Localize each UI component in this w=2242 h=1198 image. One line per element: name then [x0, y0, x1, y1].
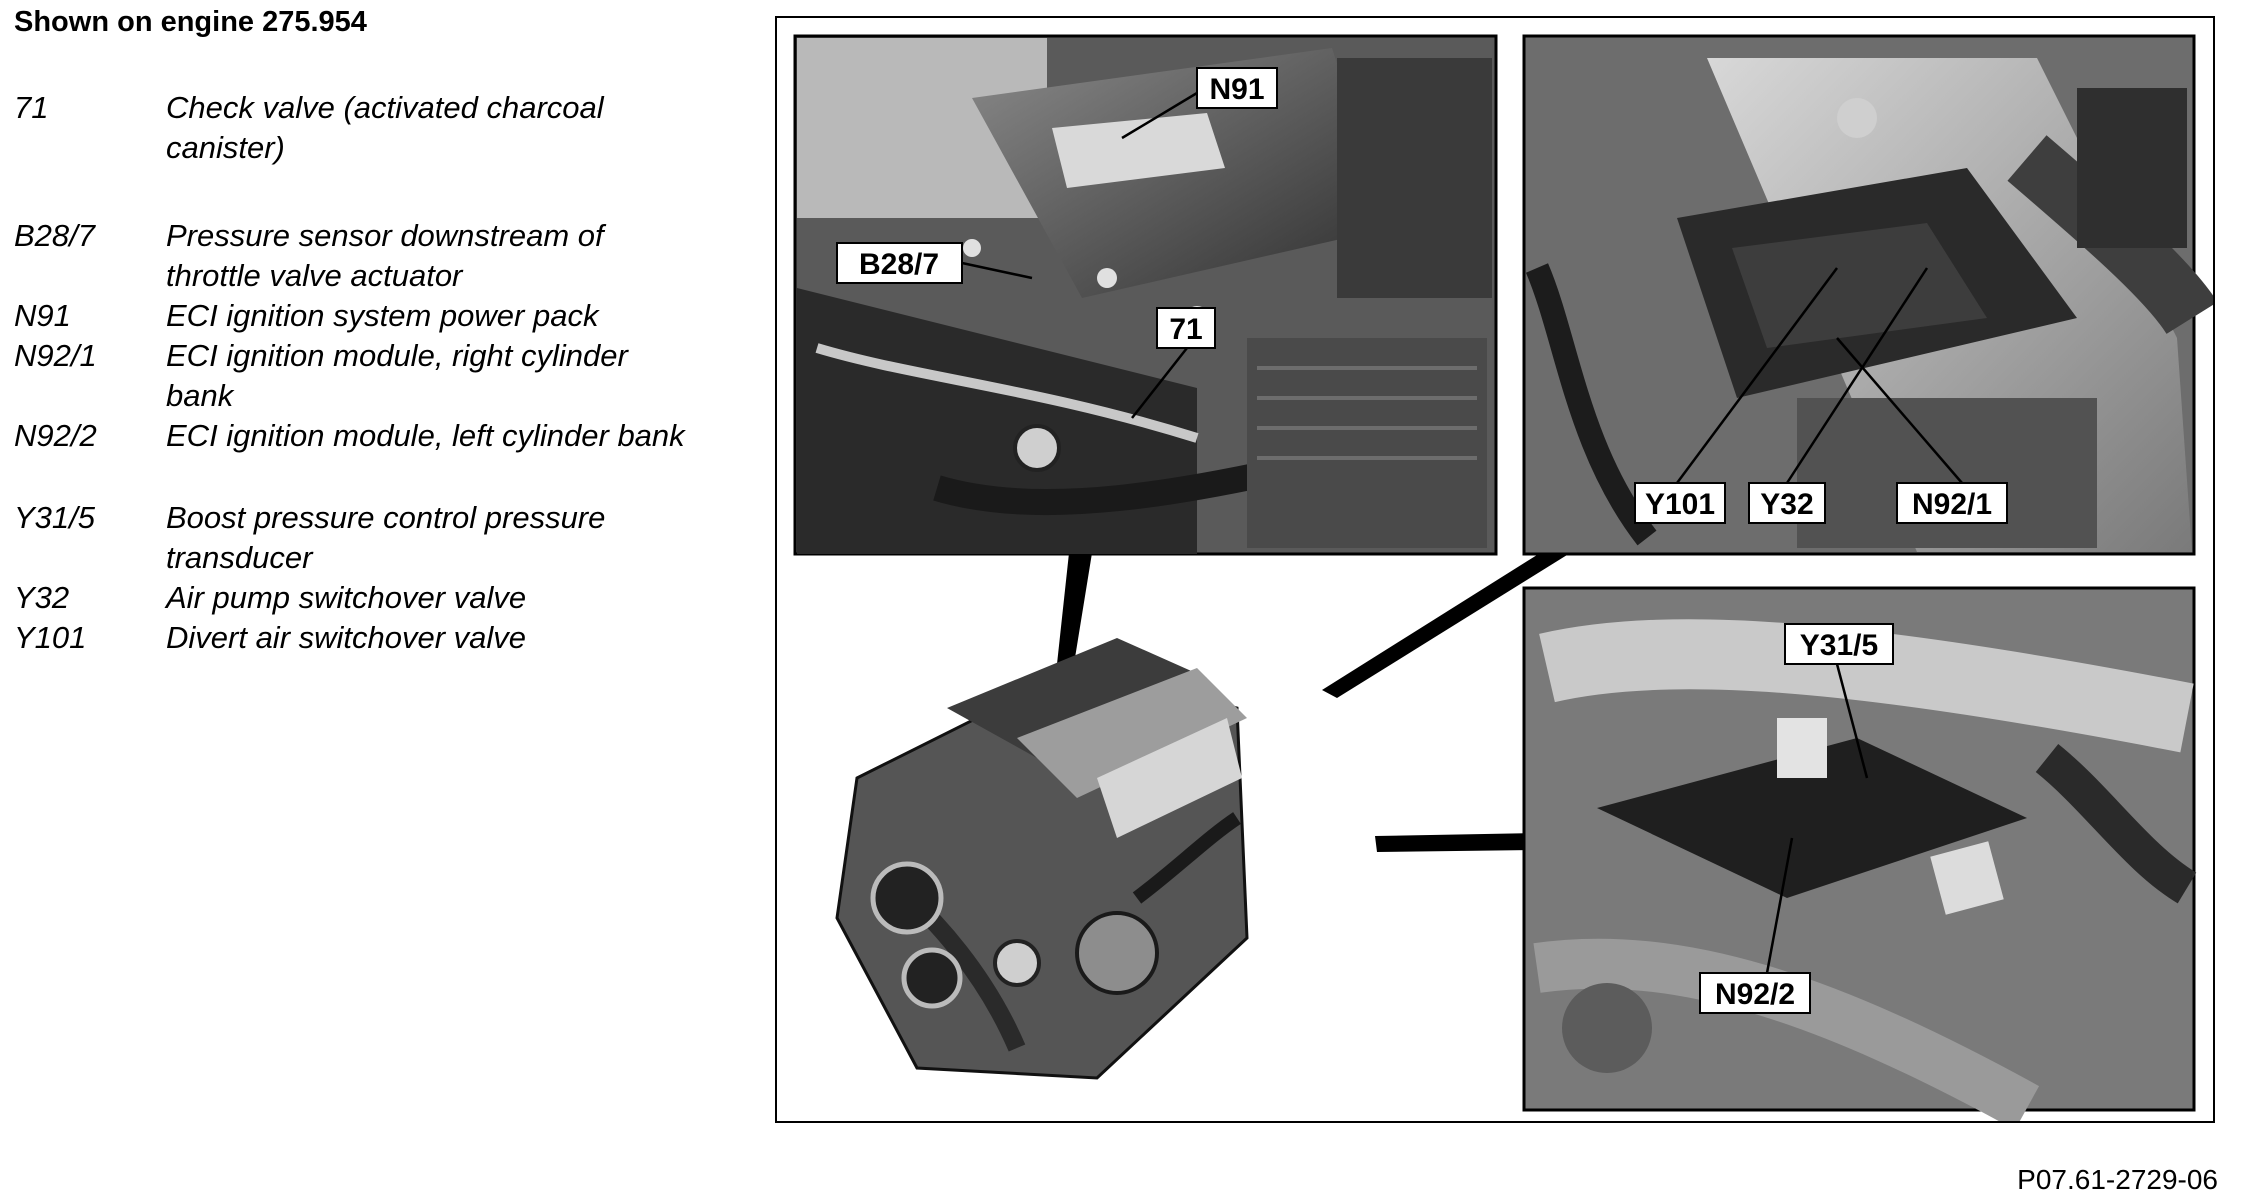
label-y32: Y32 [1760, 488, 1813, 521]
part-labels: N91 B28/7 71 Y101 Y32 N92/1 Y31/5 N92/2 [836, 67, 2008, 1014]
legend-description: ECI ignition module, left cylinder bank [166, 418, 685, 453]
label-n92-1: N92/1 [1912, 488, 1992, 521]
legend-description: Divert air switchover valve [166, 620, 527, 655]
leader-line [961, 261, 1033, 280]
label-y31-5: Y31/5 [1800, 629, 1878, 662]
label-n92-2: N92/2 [1715, 978, 1795, 1011]
label-box-b28-7 [836, 242, 963, 284]
page-heading: Shown on engine 275.954 [14, 6, 367, 38]
legend-code: Y32 [14, 580, 70, 615]
label-b28-7: B28/7 [859, 248, 939, 281]
legend-description: ECI ignition system power pack [166, 298, 599, 333]
photo-panel-n91 [793, 34, 1498, 556]
engine-overview-illustration [835, 638, 1249, 1080]
engine-figure-drawing: N91 B28/7 71 Y101 Y32 N92/1 Y31/5 N92/2 [793, 34, 2213, 1121]
photo-panel-y31-n92-2 [1522, 586, 2197, 1121]
label-box-y32 [1748, 482, 1826, 524]
leader-line [1765, 837, 1794, 974]
legend-description: Pressure sensor downstream of throttle v… [166, 218, 604, 293]
label-box-n92-1 [1896, 482, 2008, 524]
legend-code: N91 [14, 298, 71, 333]
label-n91: N91 [1209, 73, 1264, 106]
photo-panel-y101-y32 [1522, 34, 2213, 556]
legend-code: Y101 [14, 620, 87, 655]
label-box-n92-2 [1699, 972, 1811, 1014]
label-box-71 [1156, 307, 1216, 349]
legend-code: B28/7 [14, 218, 96, 253]
label-box-y101 [1634, 482, 1726, 524]
legend-code: Y31/5 [14, 500, 96, 535]
label-71: 71 [1169, 313, 1202, 346]
label-box-y31-5 [1784, 623, 1894, 665]
label-y101: Y101 [1645, 488, 1715, 521]
leader-line [1121, 91, 1198, 140]
leader-line [1675, 267, 1839, 484]
label-box-n91 [1196, 67, 1278, 109]
leader-line [1835, 663, 1869, 779]
legend-description: Boost pressure control pressure transduc… [166, 500, 606, 575]
figure-number: P07.61-2729-06 [2017, 1164, 2218, 1195]
leader-line [1131, 347, 1188, 419]
engine-figure: N91 B28/7 71 Y101 Y32 N92/1 Y31/5 N92/2 [775, 16, 2215, 1123]
leader-line [1836, 337, 1963, 484]
legend-code: 71 [14, 90, 49, 125]
legend-code: N92/1 [14, 338, 97, 373]
legend-description: ECI ignition module, right cylinder bank [166, 338, 628, 413]
legend-description: Air pump switchover valve [166, 580, 527, 615]
legend-description: Check valve (activated charcoal canister… [166, 90, 604, 165]
legend-code: N92/2 [14, 418, 97, 453]
leader-line [1785, 267, 1929, 484]
